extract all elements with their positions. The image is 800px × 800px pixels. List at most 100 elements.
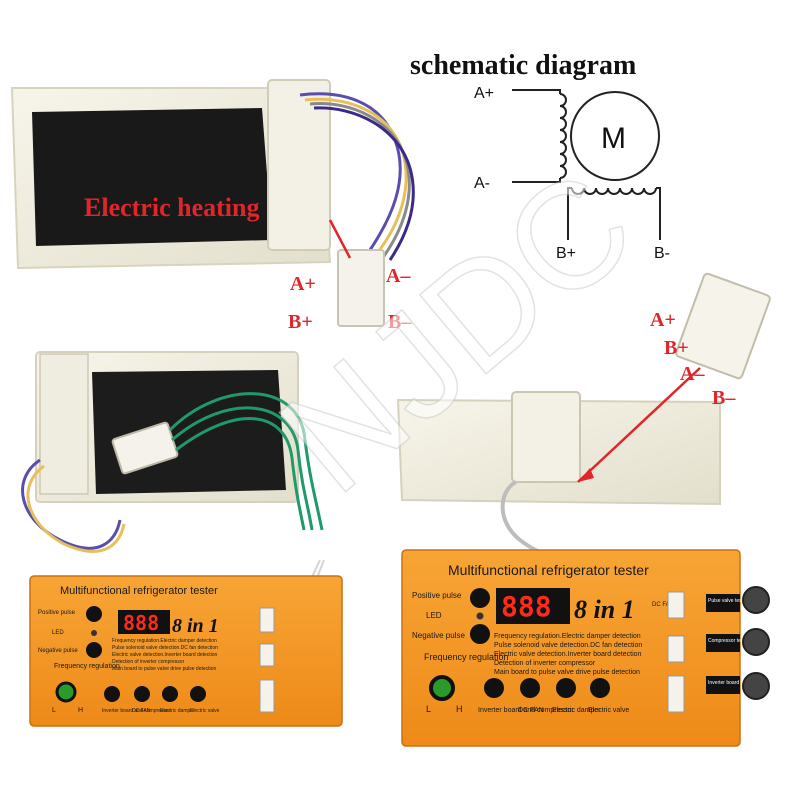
positive-pulse-button[interactable] (470, 588, 490, 608)
inverter-board-tag-text: Inverter board test wire (708, 680, 759, 686)
damper-port[interactable] (259, 643, 275, 667)
description-line: Electric valve detection.Inverter board … (112, 652, 218, 658)
schematic-b-plus: B+ (556, 245, 576, 262)
flat-cable (21, 458, 126, 553)
electric-damper-label: Electric damper (160, 708, 195, 714)
inverter-board-tag (706, 676, 740, 694)
electric-valve-button[interactable] (190, 686, 206, 702)
seven-segment-display (118, 610, 170, 634)
schematic-a-plus: A+ (474, 85, 494, 102)
display-digits: 888 (123, 611, 159, 635)
heater-block (32, 108, 272, 246)
led-label: LED (52, 630, 64, 636)
description-line: Main board to pulse valve drive pulse de… (494, 669, 640, 676)
led-indicator (476, 612, 484, 620)
right-pin-b-minus: B– (712, 387, 736, 409)
pulse-valve-tag (706, 594, 740, 612)
frequency-regulation-label: Frequency regulation (424, 652, 509, 662)
positive-pulse-button[interactable] (86, 606, 102, 622)
description-line: Frequency regulation.Electric damper det… (494, 633, 641, 640)
schematic-title: schematic diagram (410, 50, 636, 81)
schematic-b-minus: B- (654, 245, 670, 262)
right-pin-b-plus: B+ (664, 337, 689, 359)
dc-fan-port[interactable] (667, 591, 685, 619)
cable-gland (742, 586, 770, 614)
display-digits: 888 (501, 590, 552, 623)
tester-left: Multifunctional refrigerator tester Posi… (29, 575, 343, 727)
frequency-regulation-label: Frequency regulation (54, 663, 120, 670)
frequency-knob[interactable] (429, 675, 455, 701)
dc-fan-button[interactable] (520, 678, 540, 698)
schematic-a-minus: A- (474, 175, 490, 192)
wire-harness (299, 92, 415, 261)
damper-photo-right: A+ B+ A– B– (396, 272, 771, 568)
motor-housing (267, 79, 331, 251)
electric-heating-label: Electric heating (84, 193, 259, 222)
electric-valve-label: Electric valve (588, 707, 629, 714)
right-pin-a-plus: A+ (650, 309, 676, 331)
positive-pulse-label: Positive pulse (412, 591, 462, 600)
cable-gland (742, 672, 770, 700)
motor-housing (39, 353, 89, 495)
dc-fan-port[interactable] (259, 607, 275, 633)
connector-closeup (675, 272, 771, 380)
valve-port[interactable] (667, 675, 685, 713)
seven-segment-display (496, 588, 570, 624)
pin-a-plus-label: A+ (290, 273, 316, 295)
tester-right: Multifunctional refrigerator tester Posi… (401, 549, 770, 747)
positive-pulse-label: Positive pulse (38, 610, 76, 616)
description-line: Frequency regulation.Electric damper det… (112, 638, 217, 644)
pin-b-minus-label: B– (388, 311, 412, 333)
inverter-label: Inverter board and compressor (478, 707, 574, 714)
pin-a-minus-label: A– (386, 265, 411, 287)
dc-fan-label: DC FAN (132, 708, 151, 714)
negative-pulse-button[interactable] (86, 642, 102, 658)
description-line: Main board to pulse valve drive pulse de… (112, 666, 216, 672)
description-line: Detection of inverter compressor (494, 660, 596, 667)
coil-a (512, 89, 567, 183)
pulse-valve-tag-text: Pulse valve test wire (708, 598, 754, 604)
knob-low-label: L (426, 704, 431, 714)
inverter-label: Inverter board and compressor (102, 708, 171, 714)
damper-photo-top: Electric heating A+ A– B+ B– (10, 79, 415, 333)
negative-pulse-label: Negative pulse (38, 648, 78, 654)
led-indicator (91, 630, 97, 636)
description-line: Electric valve detection.Inverter board … (494, 651, 642, 658)
description-line: Pulse solenoid valve detection.DC fan de… (112, 645, 218, 651)
dc-fan-label: DC FAN (518, 707, 544, 714)
electric-damper-label: Electric damper (552, 707, 601, 714)
compressor-tag (706, 634, 740, 652)
compressor-tag-text: Compressor test wire (708, 638, 755, 644)
damper-port[interactable] (667, 635, 685, 663)
electric-valve-button[interactable] (590, 678, 610, 698)
damper-photo-left (21, 351, 325, 709)
schematic-diagram: schematic diagram M A+ A- B+ B- (410, 50, 670, 262)
right-pin-a-minus: A– (680, 363, 705, 385)
valve-port[interactable] (259, 679, 275, 713)
led-label: LED (426, 611, 442, 620)
dc-fan-port-label: DC FAN (652, 602, 674, 608)
electric-damper-button[interactable] (556, 678, 576, 698)
tester-title: Multifunctional refrigerator tester (448, 562, 649, 578)
green-test-wires (168, 392, 324, 531)
inverter-button[interactable] (104, 686, 120, 702)
frequency-knob[interactable] (55, 681, 77, 703)
dc-fan-button[interactable] (134, 686, 150, 702)
brand-label: 8 in 1 (172, 615, 219, 637)
knob-low-label: L (52, 707, 56, 714)
negative-pulse-label: Negative pulse (412, 631, 465, 640)
description-line: Pulse solenoid valve detection.DC fan de… (494, 642, 642, 649)
pointer-arrow (577, 367, 701, 483)
electric-damper-button[interactable] (162, 686, 178, 702)
coil-b (567, 187, 661, 240)
pin-b-plus-label: B+ (288, 311, 313, 333)
connector (337, 249, 385, 327)
motor-symbol (570, 91, 660, 181)
brand-label: 8 in 1 (574, 595, 635, 624)
inverter-button[interactable] (484, 678, 504, 698)
electric-valve-label: Electric valve (190, 708, 220, 714)
cable-gland (742, 628, 770, 656)
tester-title: Multifunctional refrigerator tester (60, 585, 218, 597)
negative-pulse-button[interactable] (470, 624, 490, 644)
